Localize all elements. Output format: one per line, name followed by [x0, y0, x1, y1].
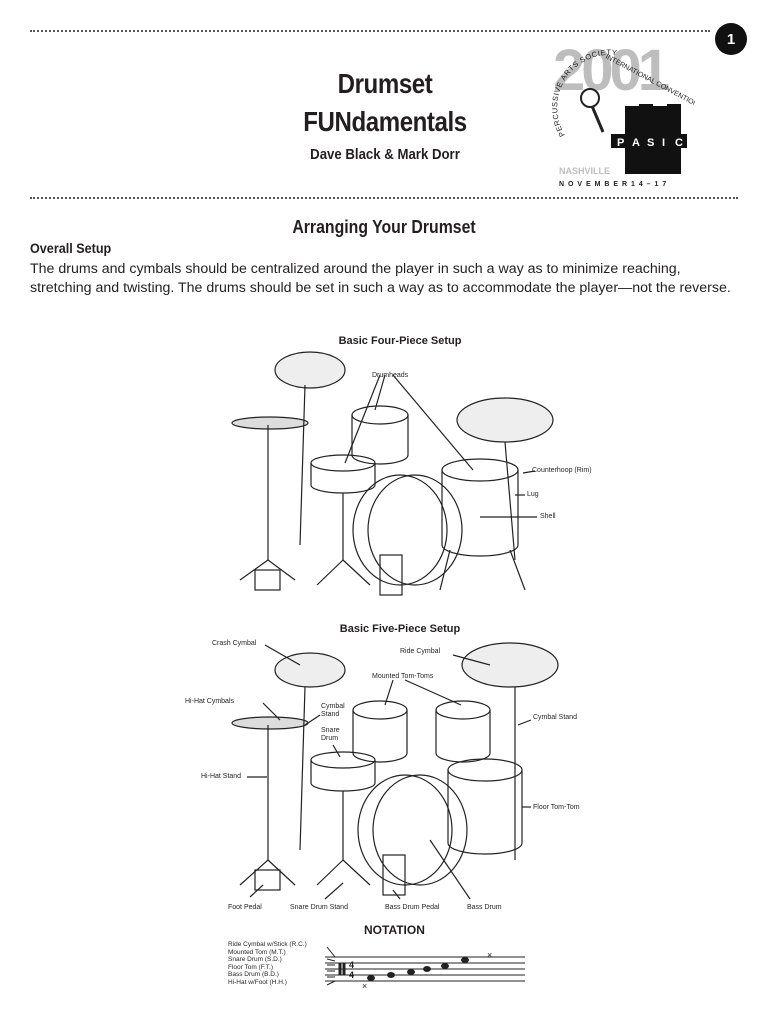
- label-floor-tom: Floor Tom-Tom: [533, 804, 580, 811]
- label-hihat-cymbals: Hi-Hat Cymbals: [185, 698, 235, 705]
- label-drumheads: Drumheads: [372, 372, 409, 379]
- logo-dates: N O V E M B E R 1 4 – 1 7: [559, 181, 667, 188]
- label-cymbal-stand-right: Cymbal Stand: [533, 714, 577, 721]
- legend-snare: Snare Drum (S.D.): [228, 956, 282, 964]
- section-subtitle: Overall Setup: [30, 240, 112, 256]
- label-cymbal-stand-left: Cymbal Stand: [321, 703, 345, 718]
- label-foot-pedal: Foot Pedal: [228, 904, 262, 911]
- notation-title: NOTATION: [364, 923, 425, 937]
- body-paragraph: The drums and cymbals should be centrali…: [30, 261, 731, 296]
- pasic-logo: 2001 PERCUSSIVE ARTS SOCIETY INTERNATION…: [550, 40, 695, 188]
- label-crash-cymbal: Crash Cymbal: [212, 640, 257, 647]
- label-shell: Shell: [540, 513, 556, 520]
- figure1-title: Basic Four-Piece Setup: [338, 335, 462, 347]
- label-counterhoop: Counterhoop (Rim): [532, 467, 592, 474]
- page-number-badge: 1: [715, 23, 747, 55]
- legend-ride: Ride Cymbal w/Stick (R.C.): [228, 941, 307, 948]
- label-snare-drum: Snare Drum: [321, 727, 340, 742]
- legend-hihat: Hi-Hat w/Foot (H.H.): [228, 978, 287, 986]
- figure2-title: Basic Five-Piece Setup: [339, 623, 461, 635]
- top-dotted-rule: [30, 30, 710, 32]
- four-piece-drumset-illustration: [231, 351, 554, 596]
- svg-text:×: ×: [487, 950, 492, 960]
- logo-letter-a: A: [632, 137, 640, 149]
- svg-text:×: ×: [362, 981, 367, 990]
- label-snare-stand: Snare Drum Stand: [290, 904, 348, 911]
- five-piece-drumset-illustration: [231, 642, 559, 900]
- section-title: Arranging Your Drumset: [292, 217, 476, 237]
- label-mounted-toms: Mounted Tom-Toms: [372, 673, 434, 680]
- logo-letter-c: C: [675, 137, 683, 149]
- svg-text:4: 4: [349, 960, 354, 970]
- label-bass-drum: Bass Drum: [467, 904, 502, 911]
- label-bass-pedal: Bass Drum Pedal: [385, 904, 440, 911]
- legend-bass-drum: Bass Drum (B.D.): [228, 971, 279, 979]
- legend-mounted-tom: Mounted Tom (M.T.): [228, 948, 286, 956]
- authors: Dave Black & Mark Dorr: [310, 146, 460, 163]
- label-ride-cymbal: Ride Cymbal: [400, 648, 441, 655]
- legend-floor-tom: Floor Tom (F.T.): [228, 963, 274, 971]
- logo-year: 2001: [553, 40, 669, 103]
- page-title-line2: FUNdamentals: [303, 106, 467, 137]
- logo-letter-i: I: [662, 137, 665, 149]
- svg-text:4: 4: [349, 970, 354, 980]
- label-lug: Lug: [527, 491, 539, 498]
- bottom-dotted-rule: [30, 197, 738, 199]
- logo-letter-p: P: [617, 137, 624, 149]
- label-hihat-stand: Hi-Hat Stand: [201, 773, 242, 780]
- page-title-line1: Drumset: [337, 68, 433, 99]
- notation-legend: Ride Cymbal w/Stick (R.C.) Mounted Tom (…: [228, 941, 307, 987]
- notation-staff: 4 4 × ×: [325, 946, 525, 990]
- logo-city: NASHVILLE: [559, 166, 610, 176]
- logo-letter-s: S: [647, 137, 654, 149]
